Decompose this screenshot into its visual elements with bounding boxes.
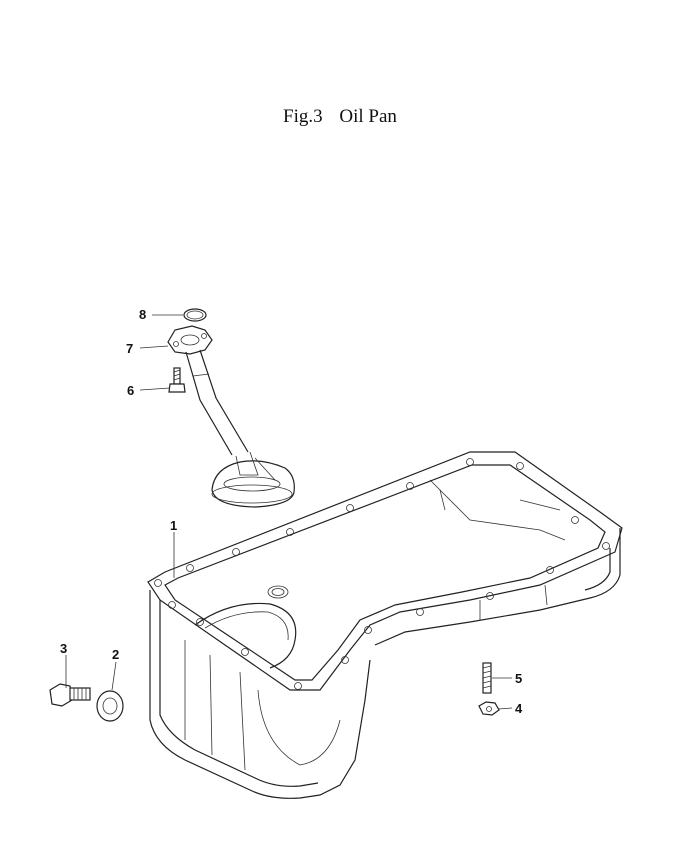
figure-name: Oil Pan <box>339 106 397 127</box>
callout-5: 5 <box>515 671 522 686</box>
callout-3: 3 <box>60 641 67 656</box>
callout-4: 4 <box>515 701 523 716</box>
oil-pan <box>147 451 623 799</box>
callout-2: 2 <box>112 647 119 662</box>
drain-plug <box>49 683 91 707</box>
oil-strainer <box>167 308 295 508</box>
figure-number: Fig.3 <box>283 106 323 127</box>
callout-1: 1 <box>170 518 177 533</box>
strainer-bolt <box>168 367 186 393</box>
callout-8: 8 <box>139 307 146 322</box>
leader-lines <box>65 314 513 710</box>
stud-and-nut <box>478 662 500 716</box>
callout-7: 7 <box>126 341 133 356</box>
drain-washer <box>96 690 124 722</box>
figure-title: Fig.3 Oil Pan <box>0 106 680 128</box>
callout-labels: 8 7 6 1 3 2 5 4 <box>60 307 523 716</box>
callout-6: 6 <box>127 383 134 398</box>
